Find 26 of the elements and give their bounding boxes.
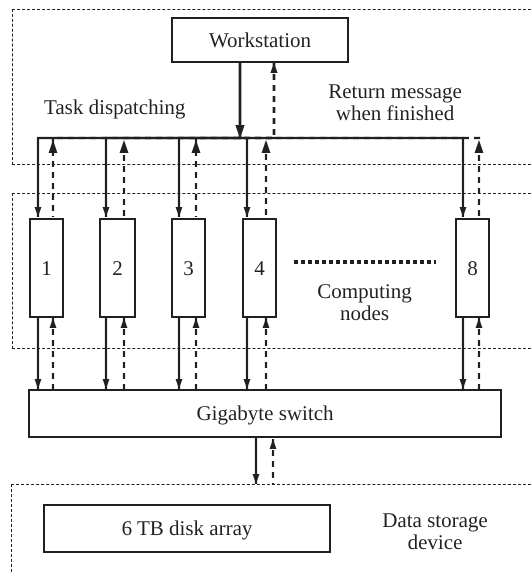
- dashed-arrow: [270, 439, 276, 484]
- dashed-arrow: [270, 63, 480, 217]
- arrow: [238, 62, 466, 217]
- dashed-arrow: [262, 318, 270, 389]
- process-box: 2: [99, 218, 136, 318]
- dashed-arrow: [50, 318, 56, 389]
- process-box: 6 TB disk array: [43, 504, 331, 553]
- process-box: 3: [171, 218, 206, 318]
- process-box: 1: [29, 218, 64, 318]
- arrow: [102, 317, 110, 389]
- dashed-region: [11, 484, 531, 572]
- process-box: Workstation: [171, 17, 349, 63]
- region-label: Data storage device: [381, 509, 489, 554]
- arrow: [244, 317, 250, 389]
- dashed-arrow: [476, 318, 482, 389]
- dashed-region: [12, 193, 531, 349]
- arrow: [252, 438, 260, 484]
- region-label: Computing nodes: [316, 280, 413, 324]
- process-box: Gigabyte switch: [28, 389, 502, 438]
- dashed-arrow: [192, 318, 200, 389]
- process-box: 4: [242, 218, 277, 318]
- process-box: 8: [455, 218, 490, 318]
- arrow: [460, 317, 466, 389]
- dashed-arrow: [120, 318, 128, 389]
- arrow: [176, 317, 182, 389]
- arrow: [34, 317, 42, 389]
